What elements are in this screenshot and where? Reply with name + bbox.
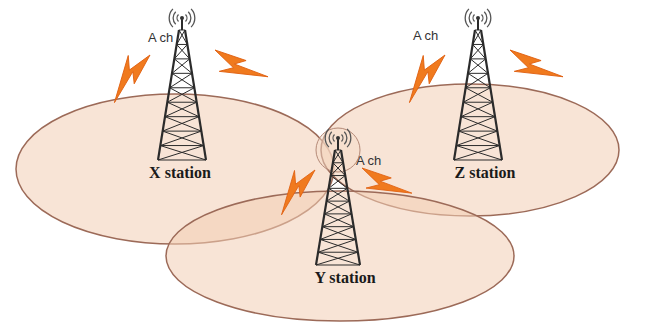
- tower-strut: [170, 87, 195, 88]
- tower-strut: [475, 30, 483, 44]
- tower-strut: [174, 58, 189, 59]
- antenna-wave: [473, 15, 474, 22]
- antenna-wave: [487, 9, 491, 27]
- antenna-wave: [465, 9, 469, 27]
- tower-strut: [177, 44, 188, 45]
- tower-strut: [172, 73, 194, 87]
- tower-strut: [179, 30, 185, 31]
- tower-strut: [181, 18, 183, 30]
- tower-strut: [172, 73, 192, 74]
- antenna-wave: [188, 12, 191, 25]
- antenna-wave: [186, 15, 187, 22]
- antenna-wave: [484, 12, 487, 25]
- tower-strut: [329, 188, 348, 189]
- tower-strut: [468, 59, 486, 73]
- tower-strut: [174, 44, 187, 58]
- tower-strut: [473, 30, 481, 44]
- channel-label: A ch: [413, 28, 438, 43]
- channel-label: A ch: [148, 30, 173, 45]
- antenna-wave: [173, 12, 176, 25]
- station-name: X station: [149, 164, 211, 182]
- tower-strut: [475, 30, 481, 31]
- antenna-wave: [482, 15, 483, 22]
- signal-bolt: [206, 40, 268, 98]
- antenna-wave: [177, 15, 178, 22]
- tower-strut: [470, 59, 488, 73]
- signal-bolt: [97, 45, 159, 103]
- tower-strut: [174, 59, 192, 73]
- tower-strut: [177, 30, 185, 44]
- station-name: Y station: [314, 269, 375, 287]
- antenna-wave: [191, 9, 195, 27]
- station-name: Z station: [455, 164, 516, 182]
- antenna-dot: [476, 16, 480, 20]
- antenna-wave: [469, 12, 472, 25]
- tower-strut: [177, 44, 190, 58]
- antenna-wave: [169, 9, 173, 27]
- tower-strut: [172, 59, 190, 73]
- antenna-dot: [180, 16, 184, 20]
- coverage-area: Y station: [165, 190, 515, 322]
- coverage-ellipse: [165, 190, 515, 322]
- tower-strut: [470, 58, 485, 59]
- tower-strut: [470, 44, 483, 58]
- tower-strut: [170, 73, 192, 87]
- tower-strut: [468, 73, 488, 74]
- tower-strut: [477, 18, 479, 30]
- tower-strut: [473, 44, 484, 45]
- tower-strut: [473, 44, 486, 58]
- channel-label: A ch: [356, 153, 381, 168]
- coverage-outline: [166, 191, 514, 321]
- tower-strut: [179, 30, 187, 44]
